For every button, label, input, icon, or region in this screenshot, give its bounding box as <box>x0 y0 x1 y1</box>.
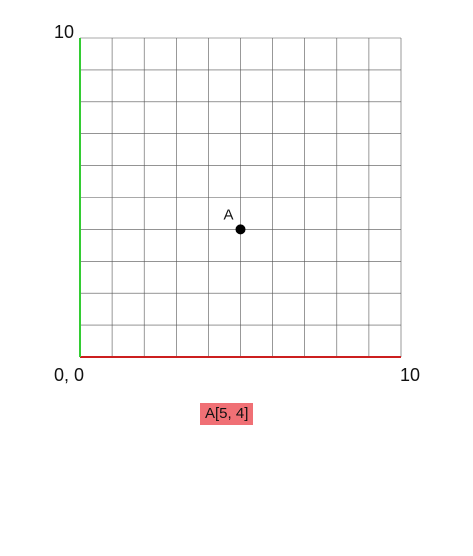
y-axis-max-label: 10 <box>54 22 75 42</box>
points-layer: A <box>224 206 246 235</box>
point-name-label: A <box>224 206 234 223</box>
point-coordinate-readout: A[5, 4] <box>200 403 254 425</box>
point-marker[interactable] <box>235 224 246 235</box>
grid-lines <box>79 37 402 358</box>
origin-label: 0, 0 <box>54 365 85 385</box>
x-axis-max-label: 10 <box>400 365 421 385</box>
